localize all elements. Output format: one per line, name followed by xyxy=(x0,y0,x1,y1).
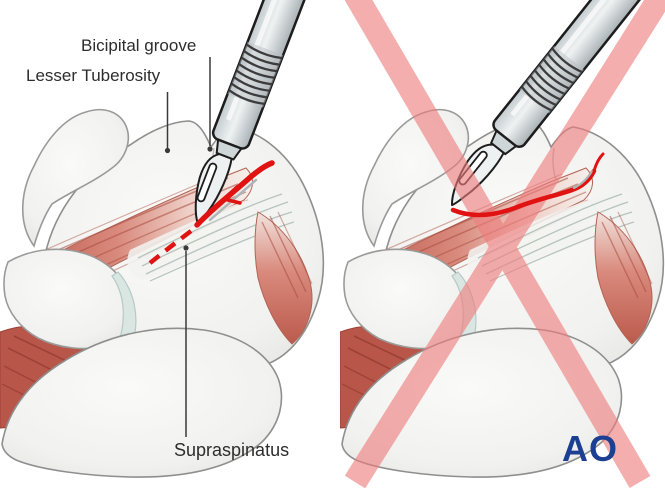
panel-incorrect-technique: AO xyxy=(340,0,665,493)
shoulder-illustration-correct xyxy=(0,0,331,478)
shoulder-illustration-incorrect xyxy=(340,0,665,489)
supraspinatus-label: Supraspinatus xyxy=(174,440,290,460)
incision-line-correct xyxy=(148,160,275,265)
bicipital-groove-label: Bicipital groove xyxy=(81,36,197,55)
panel-correct-technique: Bicipital groove Lesser Tuberosity Supra… xyxy=(0,0,331,493)
prohibition-cross-icon xyxy=(344,0,665,489)
shoulder-anatomy-art xyxy=(0,108,325,478)
ao-foundation-logo: AO xyxy=(562,428,618,469)
lesser-tuberosity-label: Lesser Tuberosity xyxy=(26,66,161,85)
incision-direction-arrow xyxy=(222,185,242,205)
incision-dashed-extension xyxy=(148,229,193,265)
incision-line-incorrect xyxy=(450,152,605,218)
leader-lines xyxy=(164,57,213,437)
